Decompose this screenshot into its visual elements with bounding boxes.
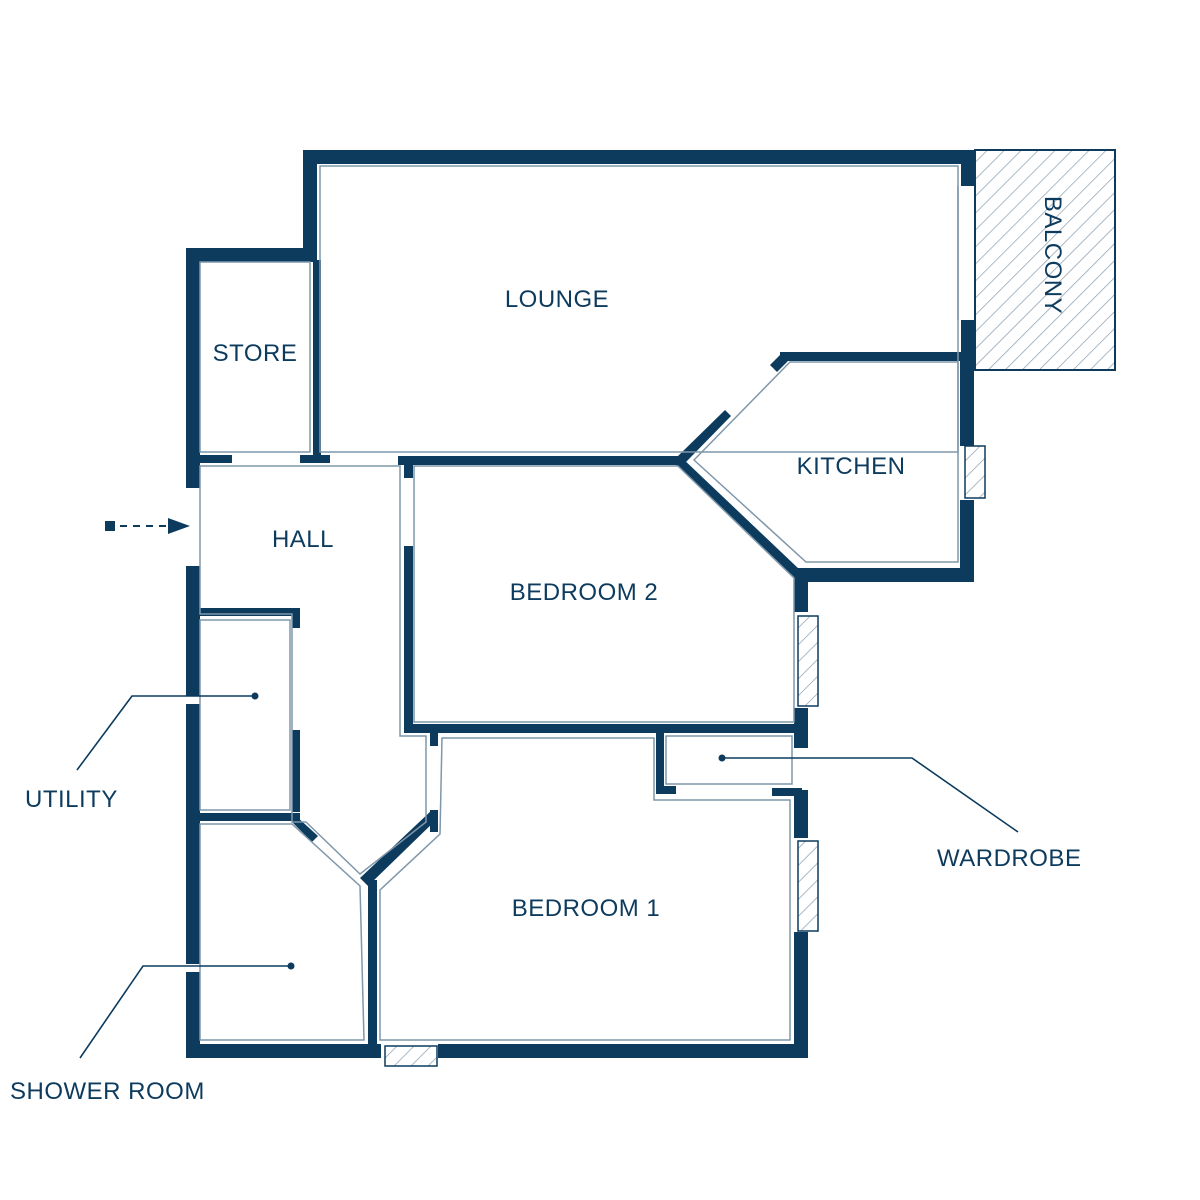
wardrobe-label: WARDROBE [937,845,1081,872]
wardrobe-callout: WARDROBE [718,754,1081,872]
lounge-label: LOUNGE [505,286,609,313]
shower-room-label: SHOWER ROOM [10,1078,205,1105]
kitchen-label: KITCHEN [797,453,906,480]
entrance-arrow-icon [105,518,190,534]
hall-label: HALL [272,526,334,553]
store-label: STORE [213,340,298,367]
internal-walls [200,260,970,1056]
utility-label: UTILITY [25,786,118,813]
windows [384,445,986,1067]
bedroom-2-label: BEDROOM 2 [510,579,659,606]
balcony-label: BALCONY [1039,196,1066,314]
room-outlines [199,165,959,1041]
balcony [974,149,1116,371]
utility-callout: UTILITY [25,692,259,813]
shower-room-callout: SHOWER ROOM [10,962,295,1105]
bedroom-1-label: BEDROOM 1 [512,895,661,922]
